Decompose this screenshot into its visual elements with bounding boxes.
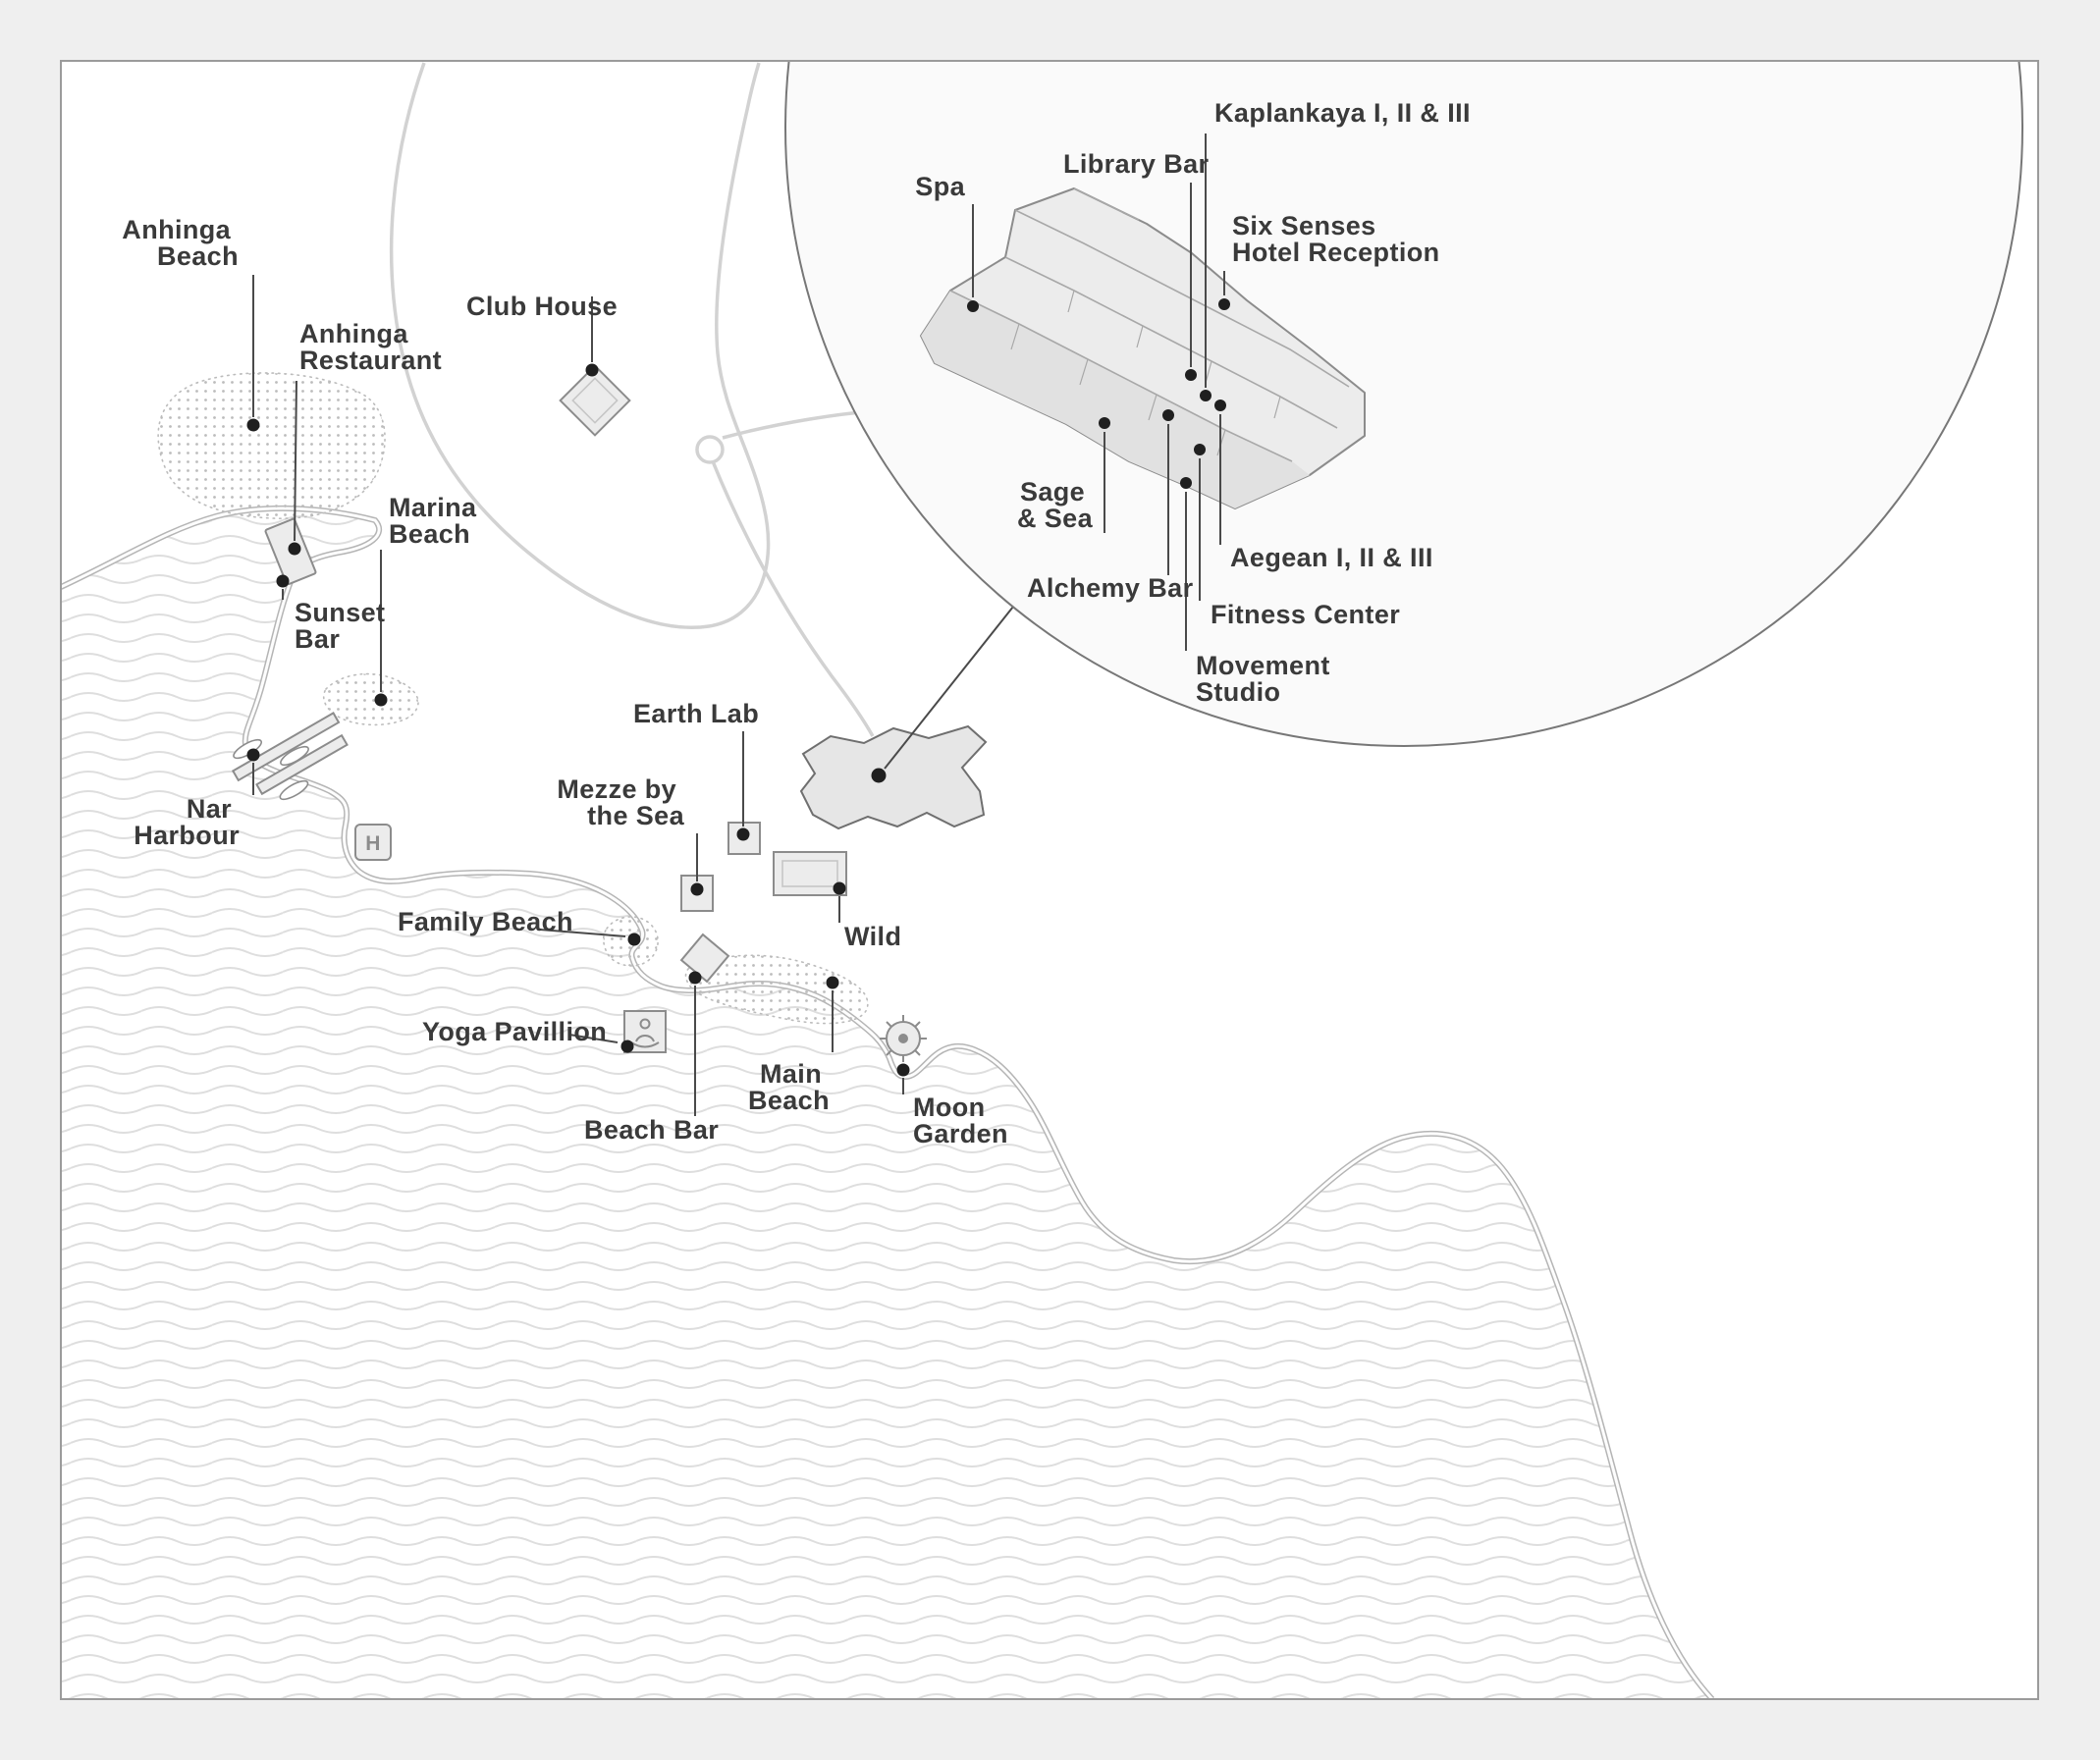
label-sage-and-sea: Sage & Sea	[1017, 477, 1094, 533]
boat-icon	[280, 745, 309, 767]
helipad: H	[354, 824, 392, 861]
label-sunset-bar: Sunset Bar	[295, 598, 393, 654]
sun-wheel-hub	[898, 1034, 908, 1043]
beach-bar-building	[679, 933, 730, 984]
club-house-inner-rect	[571, 377, 619, 424]
dot-yoga-pavillion	[620, 1040, 634, 1053]
dot-kaplankaya	[1200, 390, 1212, 401]
label-anhinga-restaurant: Anhinga Restaurant	[299, 319, 442, 375]
label-marina-beach: Marina Beach	[389, 493, 484, 549]
dot-main-beach	[826, 976, 839, 989]
leader-anhinga-restaurant	[294, 380, 297, 542]
label-movement-studio: Movement Studio	[1196, 651, 1338, 707]
dot-anhinga-beach	[246, 418, 260, 432]
dot-anhinga-restaurant	[288, 542, 301, 556]
meditating-person-icon	[639, 1018, 651, 1030]
dot-mezze	[690, 882, 704, 896]
label-main-beach: Main Beach	[748, 1059, 830, 1115]
dot-nar-harbour	[246, 748, 260, 762]
label-earth-lab: Earth Lab	[633, 699, 759, 728]
beach-bar-rect	[679, 933, 730, 984]
hotel-isometric-building	[920, 187, 1366, 509]
meditating-person-body	[630, 1035, 660, 1048]
main-beach-area	[684, 954, 869, 1025]
beaches	[157, 372, 869, 1025]
label-alchemy-bar: Alchemy Bar	[1027, 573, 1194, 603]
boat-icon	[279, 779, 309, 801]
yoga-pavillion-building	[623, 1010, 667, 1053]
dot-wild	[833, 881, 846, 895]
dot-family-beach	[627, 933, 641, 946]
label-moon-garden: Moon Garden	[913, 1093, 1008, 1148]
hotel-footprint-dot	[871, 768, 887, 783]
hotel-terrace-lines	[949, 187, 1350, 462]
leader-yoga-pavillion	[568, 1034, 619, 1043]
label-family-beach: Family Beach	[398, 907, 573, 936]
wild-inner-rect	[781, 860, 838, 887]
label-kaplankaya: Kaplankaya I, II & III	[1214, 98, 1471, 128]
yoga-square	[623, 1010, 667, 1053]
pier-decks	[231, 712, 349, 796]
anhinga-beach-area	[157, 372, 386, 519]
dot-alchemy-bar	[1162, 409, 1174, 421]
label-spa: Spa	[915, 172, 965, 201]
dot-earth-lab	[736, 827, 750, 841]
helipad-letter: H	[365, 832, 381, 855]
main-dots	[246, 363, 910, 1077]
sun-wheel-spokes	[880, 1015, 927, 1062]
dot-sunset-bar	[276, 574, 290, 588]
label-beach-bar: Beach Bar	[584, 1115, 719, 1145]
label-mezze: Mezze by the Sea	[557, 774, 684, 830]
label-fitness-center: Fitness Center	[1211, 600, 1400, 629]
helipad-square	[354, 824, 392, 861]
dot-aegean	[1214, 400, 1226, 411]
sea-fill	[62, 507, 1712, 1698]
label-anhinga-beach: Anhinga Beach	[122, 215, 239, 271]
label-library-bar: Library Bar	[1063, 149, 1210, 179]
dot-beach-bar	[688, 971, 702, 985]
dot-spa	[967, 300, 979, 312]
inset-connector-line	[884, 606, 1014, 770]
inset-magnifier: Spa Library Bar Kaplankaya I, II & III S…	[784, 62, 2023, 747]
dot-hotel-reception	[1218, 298, 1230, 310]
dot-marina-beach	[374, 693, 388, 707]
label-hotel-reception: Six Senses Hotel Reception	[1232, 211, 1440, 267]
nar-harbour-piers	[231, 712, 349, 801]
label-club-house: Club House	[466, 292, 618, 321]
dot-fitness-center	[1194, 444, 1206, 455]
dot-movement-studio	[1180, 477, 1192, 489]
leader-family-beach	[539, 929, 626, 937]
dot-library-bar	[1185, 369, 1197, 381]
moon-garden-structure	[880, 1015, 927, 1062]
hotel-footprint-shape	[799, 724, 988, 830]
road-roundabout	[695, 435, 725, 464]
main-leaders	[252, 275, 904, 1116]
label-aegean: Aegean I, II & III	[1230, 543, 1433, 572]
dot-sage-and-sea	[1099, 417, 1110, 429]
hotel-building-lower-terrace	[921, 291, 1310, 508]
label-wild: Wild	[844, 922, 901, 951]
label-yoga-pavillion: Yoga Pavillion	[422, 1017, 607, 1046]
map-content: H	[62, 62, 2023, 1698]
hotel-footprint	[799, 606, 1014, 830]
label-nar-harbour: Nar Harbour	[134, 794, 240, 850]
club-house-building	[559, 364, 631, 437]
club-house-rect	[559, 364, 631, 437]
main-labels: Anhinga Beach Anhinga Restaurant Club Ho…	[122, 215, 1008, 1148]
marina-beach-area	[322, 672, 419, 726]
dot-moon-garden	[896, 1063, 910, 1077]
dot-club-house	[585, 363, 599, 377]
map-border	[60, 60, 2039, 1700]
